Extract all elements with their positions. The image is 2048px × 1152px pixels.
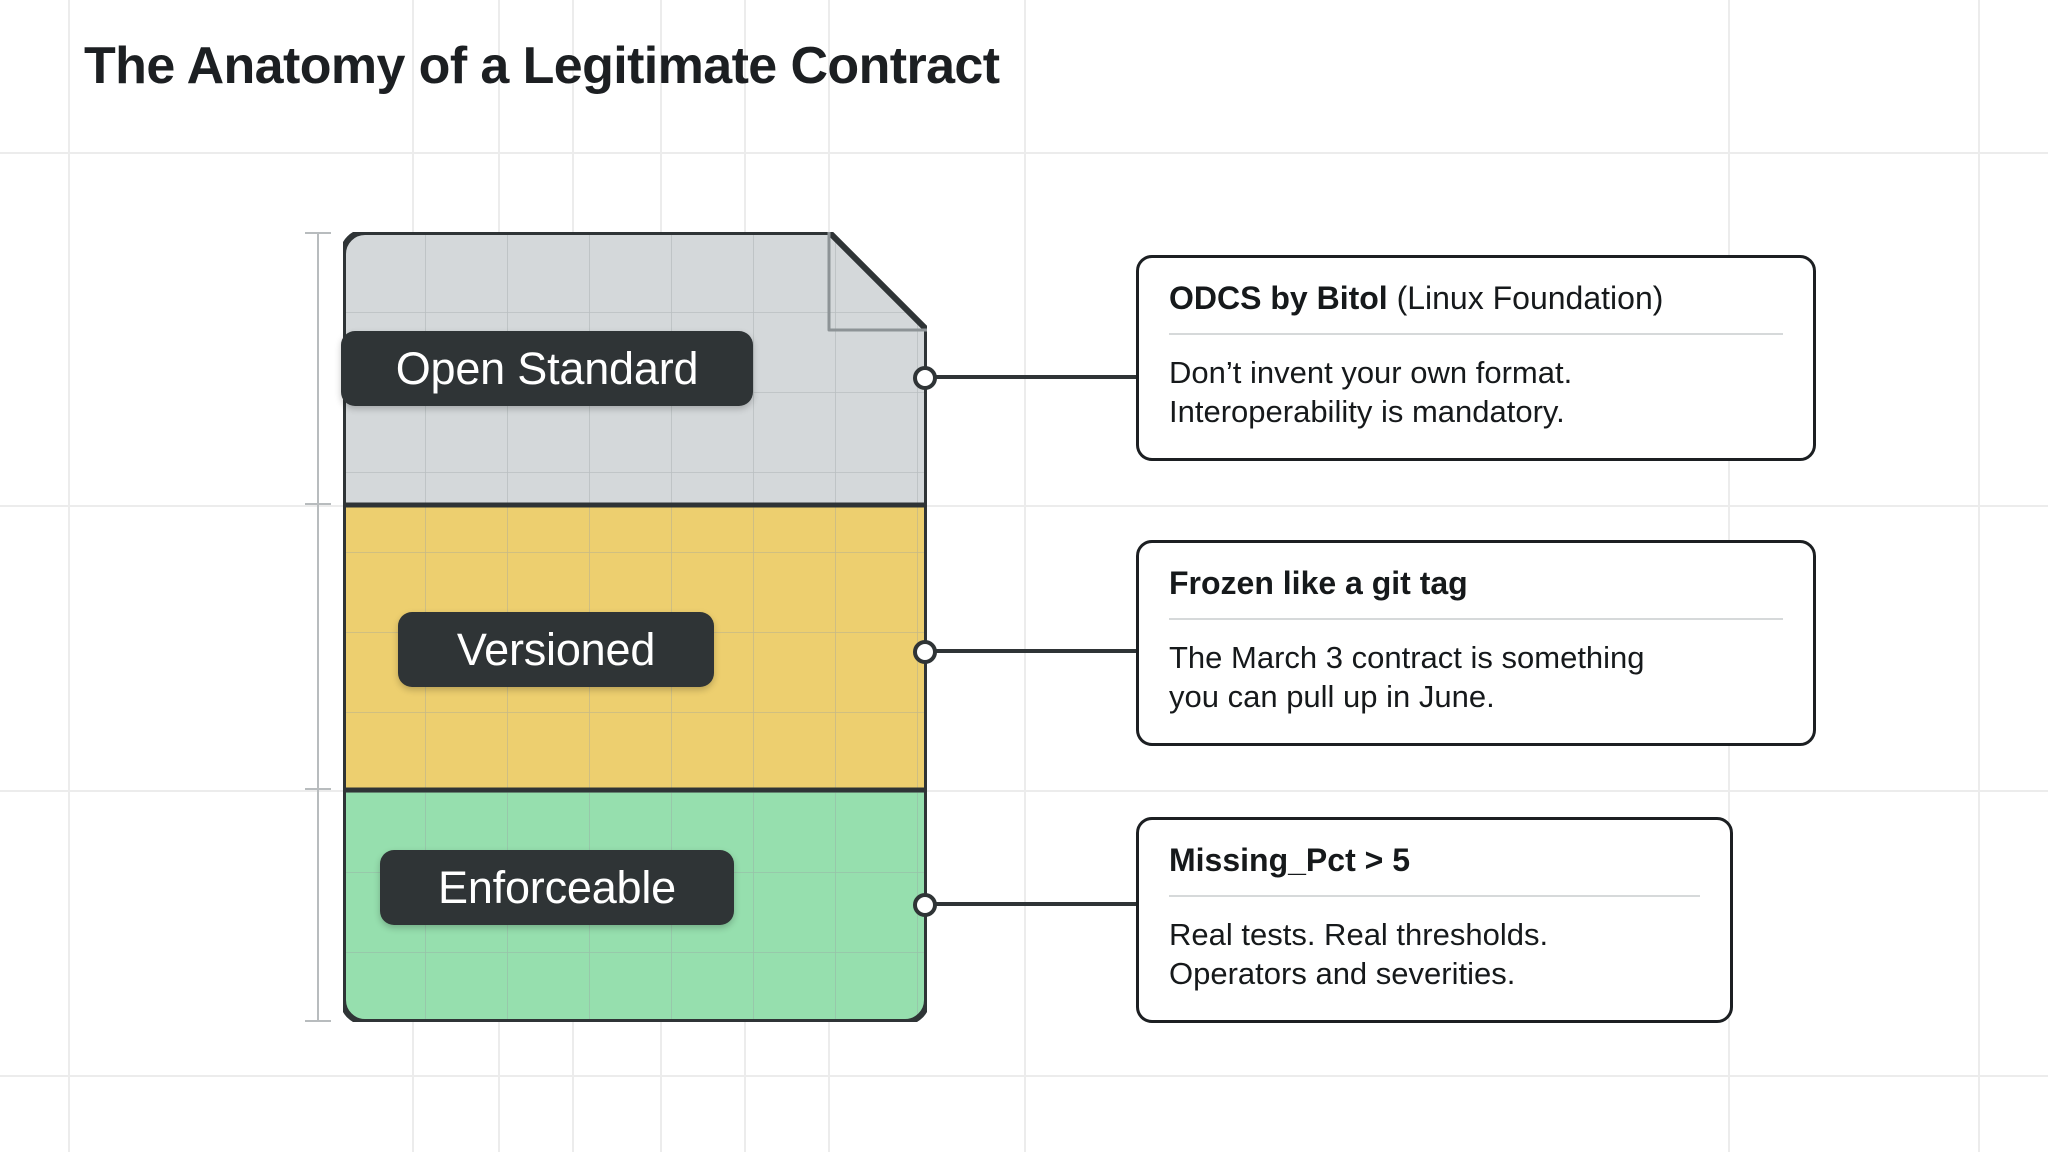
page-title: The Anatomy of a Legitimate Contract — [84, 37, 1000, 95]
ruler-tick — [305, 503, 331, 505]
grid-vline — [1978, 0, 1980, 1152]
band-label-versioned: Versioned — [398, 612, 714, 687]
ruler-tick — [305, 788, 331, 790]
callout-body-line: Don’t invent your own format. — [1169, 354, 1573, 390]
grid-vline — [1024, 0, 1026, 1152]
ruler-tick — [305, 1020, 331, 1022]
band-label-enforceable: Enforceable — [380, 850, 734, 925]
callout-body-line: you can pull up in June. — [1169, 679, 1495, 715]
connector-line — [925, 375, 1145, 379]
callout-divider — [1169, 894, 1700, 897]
callout-body-line: Operators and severities. — [1169, 956, 1516, 992]
connector-dot-icon — [913, 366, 937, 390]
callout-title-strong: Missing_Pct > 5 — [1169, 842, 1410, 878]
callout-title: Missing_Pct > 5 — [1169, 842, 1700, 879]
connector-dot-icon — [913, 893, 937, 917]
callout-body: Don’t invent your own format. Interopera… — [1169, 353, 1783, 432]
ruler-spine — [317, 232, 319, 1022]
callout-body-line: Interoperability is mandatory. — [1169, 394, 1565, 430]
callout-title-light: (Linux Foundation) — [1396, 280, 1664, 316]
callout-title: ODCS by Bitol (Linux Foundation) — [1169, 280, 1783, 317]
callout-body: Real tests. Real thresholds. Operators a… — [1169, 915, 1700, 994]
connector-line — [925, 649, 1145, 653]
callout-card-open-standard: ODCS by Bitol (Linux Foundation) Don’t i… — [1136, 255, 1816, 461]
callout-divider — [1169, 617, 1783, 620]
callout-title: Frozen like a git tag — [1169, 565, 1783, 602]
callout-card-enforceable: Missing_Pct > 5 Real tests. Real thresho… — [1136, 817, 1733, 1023]
connector-line — [925, 902, 1145, 906]
callout-title-strong: ODCS by Bitol — [1169, 280, 1388, 316]
grid-vline — [68, 0, 70, 1152]
grid-hline — [0, 1075, 2048, 1077]
callout-body-line: The March 3 contract is something — [1169, 639, 1645, 675]
callout-card-versioned: Frozen like a git tag The March 3 contra… — [1136, 540, 1816, 746]
vertical-measure-ruler — [305, 232, 331, 1022]
ruler-tick — [305, 232, 331, 234]
callout-divider — [1169, 332, 1783, 335]
callout-title-strong: Frozen like a git tag — [1169, 565, 1468, 601]
grid-hline — [0, 152, 2048, 154]
connector-dot-icon — [913, 640, 937, 664]
callout-body: The March 3 contract is something you ca… — [1169, 638, 1783, 717]
band-label-open-standard: Open Standard — [341, 331, 753, 406]
callout-body-line: Real tests. Real thresholds. — [1169, 916, 1549, 952]
contract-document: Open Standard Versioned Enforceable — [341, 232, 927, 1022]
